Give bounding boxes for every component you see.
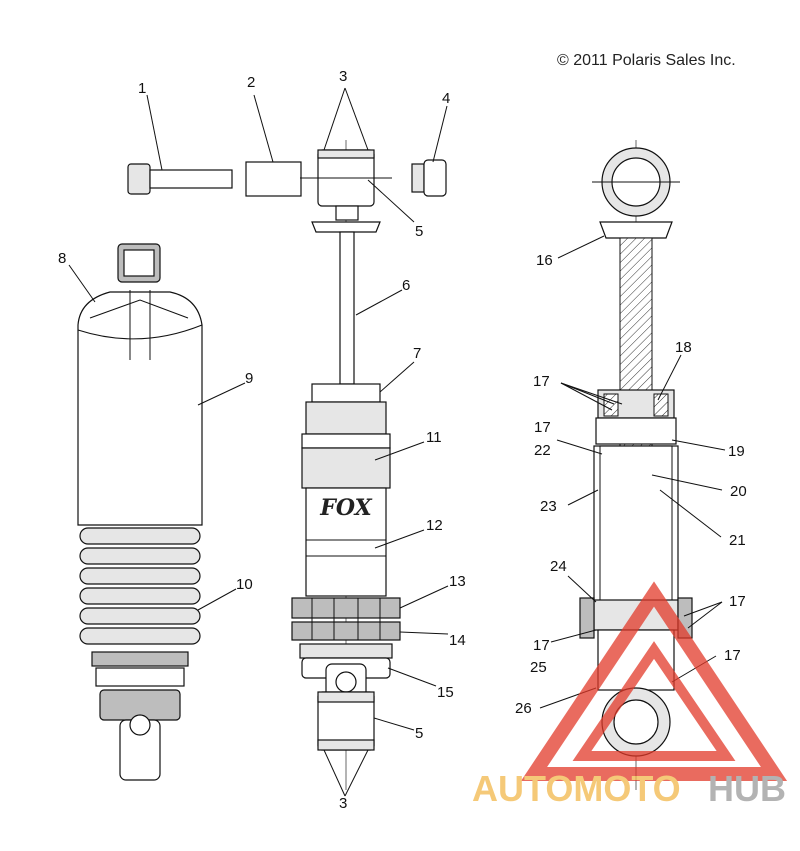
- hardware-nut: [411, 159, 447, 197]
- watermark-triangle-logo: [520, 581, 788, 781]
- copyright-notice: © 2011 Polaris Sales Inc.: [557, 52, 736, 69]
- callout-15: 15: [437, 684, 454, 701]
- callout-23: 23: [540, 498, 557, 515]
- callout-6: 6: [402, 277, 410, 294]
- fox-logo: FOX: [319, 495, 372, 521]
- callout-labels: 1 2 3 4 5 8 6 7 9 11 12 10 13 14 15 5 3 …: [58, 68, 747, 812]
- callout-18: 18: [675, 339, 692, 356]
- callout-2: 2: [247, 74, 255, 91]
- callout-4: 4: [442, 90, 450, 107]
- callout-22: 22: [534, 442, 551, 459]
- shock-cutaway: [579, 140, 693, 790]
- watermark-text-part1: AUTOMOTO: [472, 768, 681, 809]
- callout-25: 25: [530, 659, 547, 676]
- callout-17-a: 17: [533, 373, 550, 390]
- spring-cover: [77, 291, 203, 526]
- callout-5-bottom: 5: [415, 725, 423, 742]
- callout-8: 8: [58, 250, 66, 267]
- callout-17-d: 17: [533, 637, 550, 654]
- leader-lines: [68, 87, 726, 797]
- callout-21: 21: [729, 532, 746, 549]
- callout-17-b: 17: [534, 419, 551, 436]
- callout-3-bottom: 3: [339, 795, 347, 812]
- shock-with-spring: [77, 243, 203, 781]
- callout-13: 13: [449, 573, 466, 590]
- callout-17-e: 17: [724, 647, 741, 664]
- callout-1: 1: [138, 80, 146, 97]
- callout-14: 14: [449, 632, 466, 649]
- callout-11: 11: [426, 429, 442, 446]
- callout-26: 26: [515, 700, 532, 717]
- callout-3-top: 3: [339, 68, 347, 85]
- callout-19: 19: [728, 443, 745, 460]
- callout-10: 10: [236, 576, 253, 593]
- watermark-text-part2: HUB: [708, 768, 786, 809]
- callout-17-c: 17: [729, 593, 746, 610]
- hardware-bolt: [127, 163, 233, 195]
- fox-shock: FOX: [291, 140, 401, 790]
- callout-12: 12: [426, 517, 443, 534]
- callout-16: 16: [536, 252, 553, 269]
- callout-24: 24: [550, 558, 567, 575]
- callout-9: 9: [245, 370, 253, 387]
- watermark: AUTOMOTO HUB: [472, 581, 788, 809]
- hardware-bushing: [245, 161, 302, 197]
- coil-spring: [79, 527, 201, 645]
- callout-5-top: 5: [415, 223, 423, 240]
- callout-20: 20: [730, 483, 747, 500]
- callout-7: 7: [413, 345, 421, 362]
